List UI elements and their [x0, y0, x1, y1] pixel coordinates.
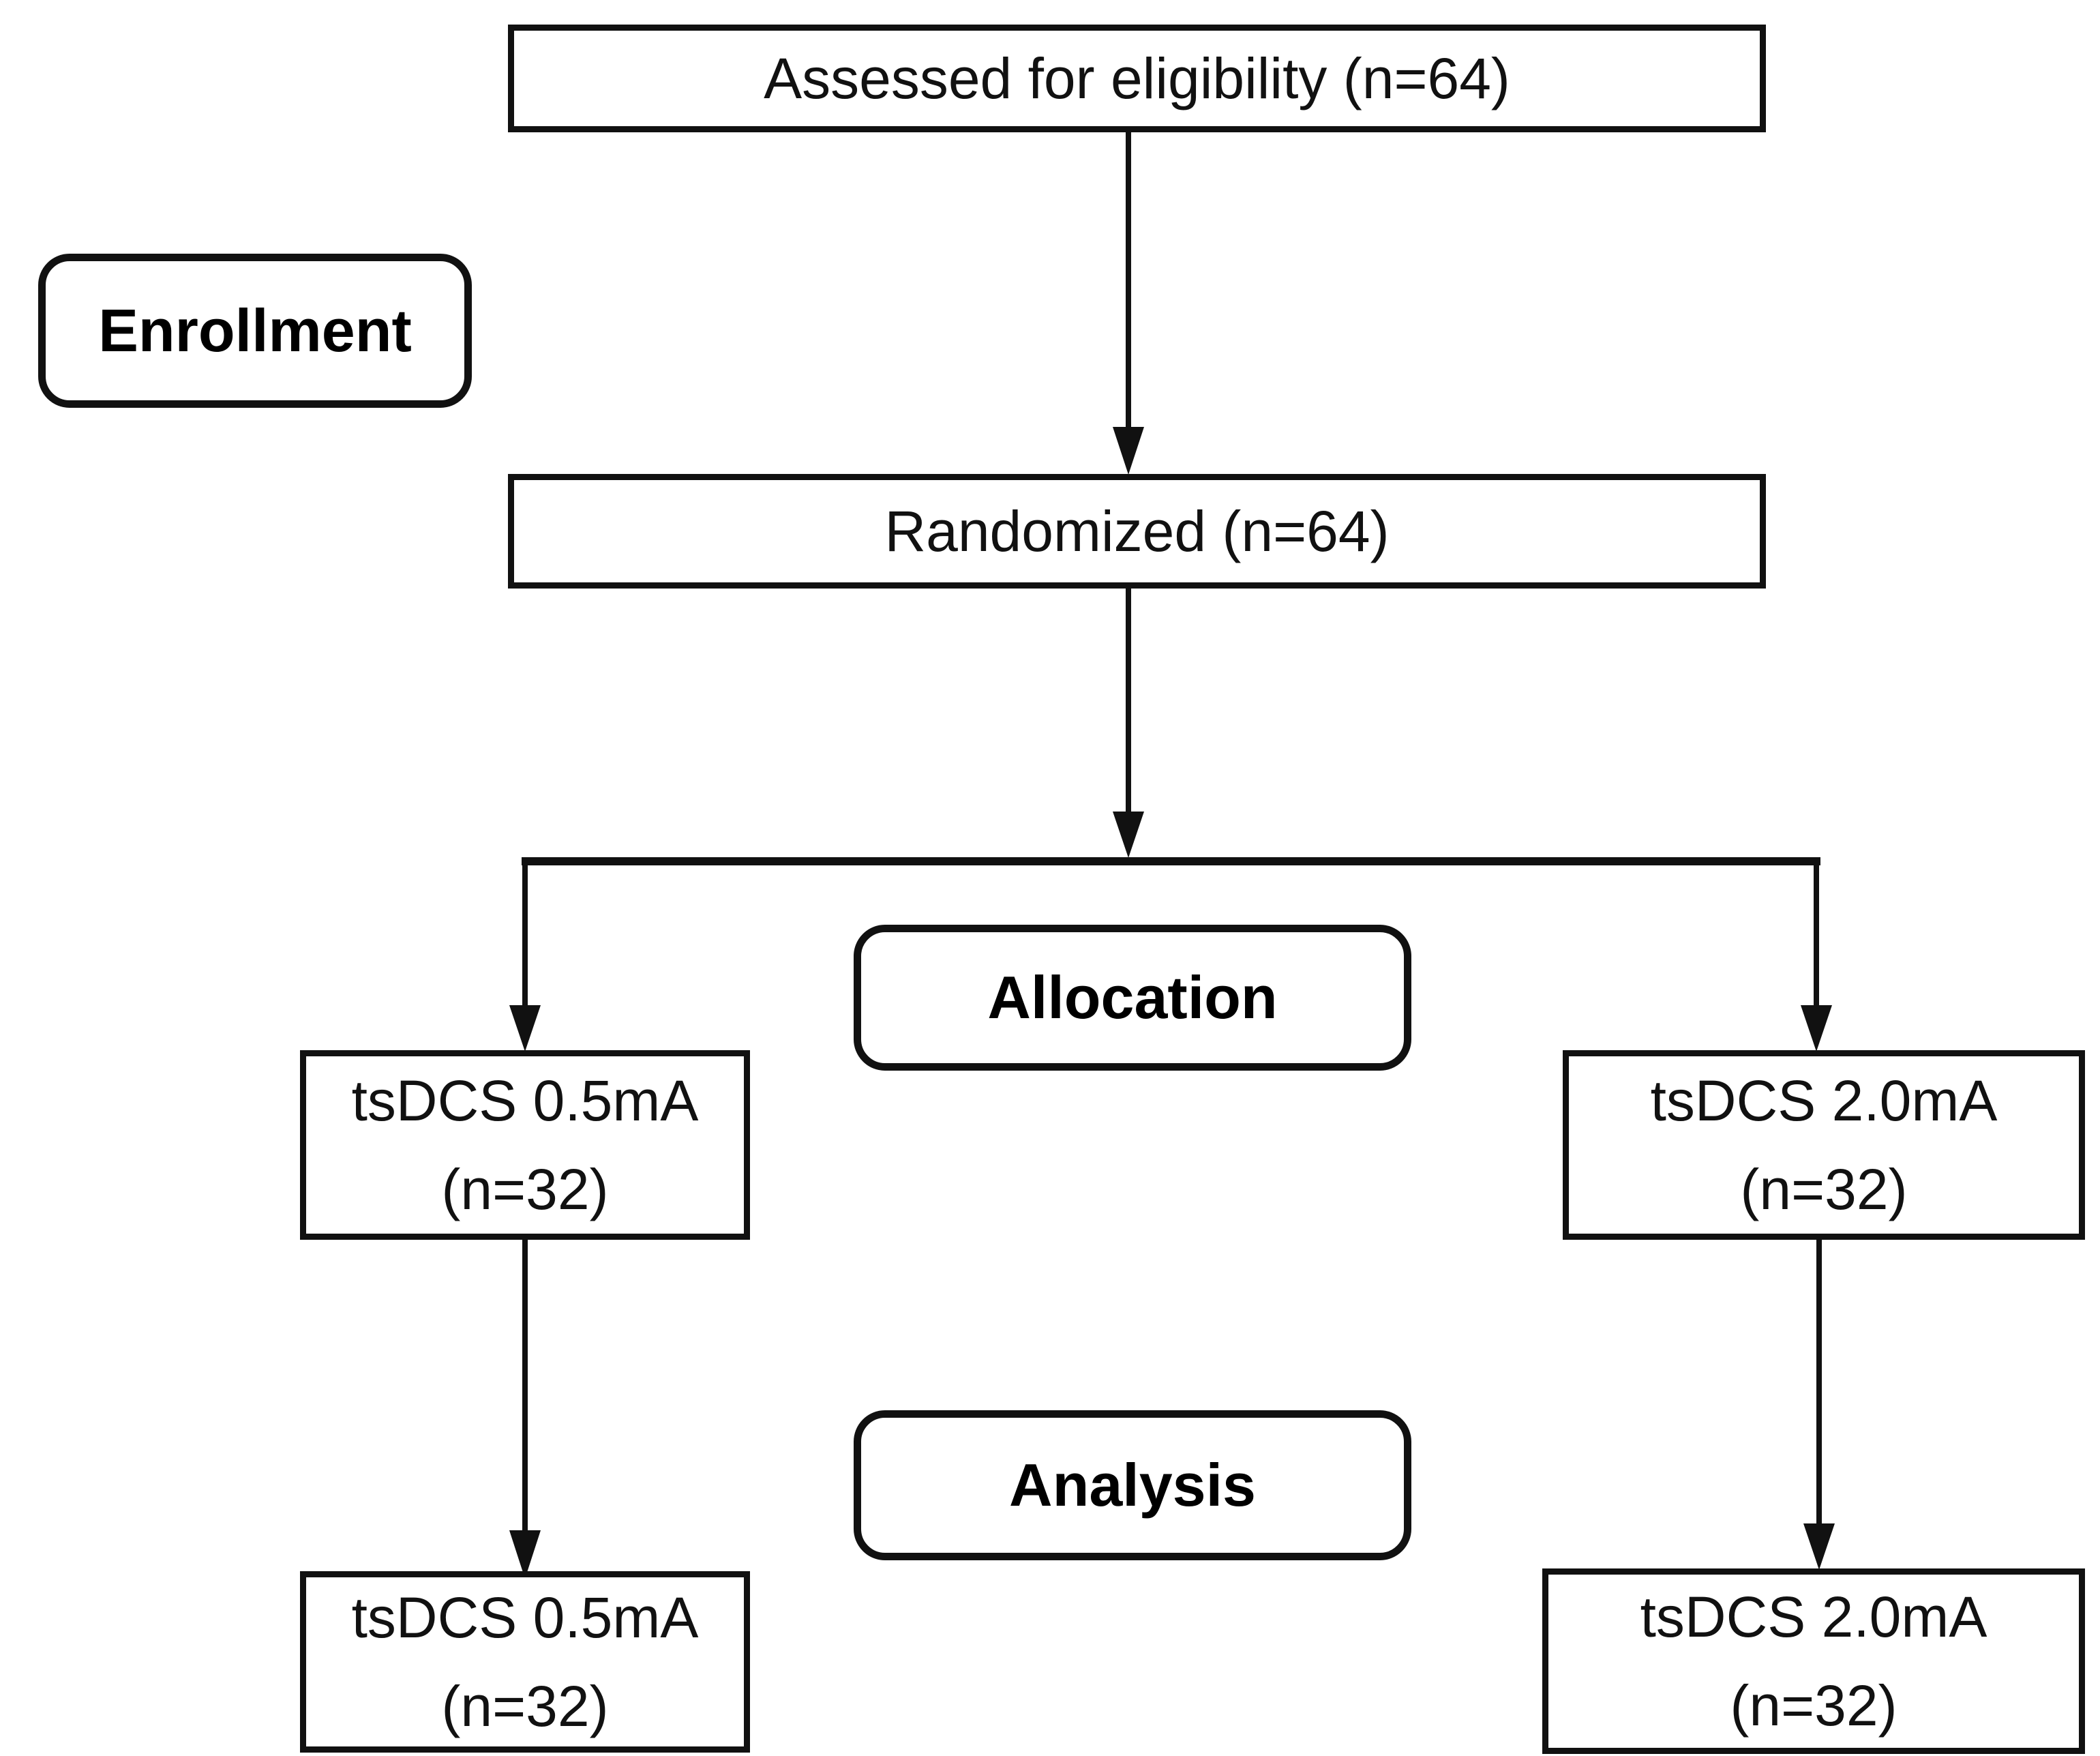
arrowhead-down-icon [1801, 1005, 1832, 1052]
arrow-allocation-right-to-analysis-right [1803, 1238, 1835, 1570]
stage-label-allocation: Allocation [854, 925, 1411, 1071]
arrow-randomized-to-branch [1113, 586, 1144, 858]
node-label-line1: tsDCS 2.0mA [1640, 1584, 1987, 1649]
node-allocation-tsdcs-20: tsDCS 2.0mA (n=32) [1563, 1050, 2085, 1240]
arrow-branch-to-allocation-left [509, 861, 541, 1052]
arrow-assessed-to-randomized [1113, 130, 1144, 475]
node-label-line1: tsDCS 2.0mA [1650, 1068, 1998, 1133]
node-label-line1: tsDCS 0.5mA [351, 1068, 699, 1133]
stage-label-text: Analysis [1009, 1451, 1256, 1519]
stage-label-enrollment: Enrollment [38, 254, 472, 408]
node-label: Randomized (n=64) [884, 499, 1390, 563]
node-label-line2: (n=32) [441, 1157, 609, 1221]
arrowhead-down-icon [509, 1005, 541, 1052]
stage-label-text: Allocation [987, 964, 1278, 1031]
node-label-line2: (n=32) [1730, 1673, 1897, 1738]
node-label-line2: (n=32) [441, 1674, 609, 1738]
node-label: Assessed for eligibility (n=64) [764, 46, 1510, 110]
node-allocation-tsdcs-05: tsDCS 0.5mA (n=32) [300, 1050, 750, 1240]
stage-label-text: Enrollment [98, 297, 412, 364]
arrow-allocation-left-to-analysis-left [509, 1238, 541, 1579]
node-label-line2: (n=32) [1740, 1157, 1908, 1221]
node-analysis-tsdcs-20: tsDCS 2.0mA (n=32) [1542, 1568, 2085, 1754]
arrowhead-down-icon [1803, 1523, 1835, 1570]
node-label-line1: tsDCS 0.5mA [351, 1585, 699, 1650]
stage-label-analysis: Analysis [854, 1410, 1411, 1560]
arrowhead-down-icon [1113, 812, 1144, 858]
node-analysis-tsdcs-05: tsDCS 0.5mA (n=32) [300, 1571, 750, 1753]
arrow-branch-to-allocation-right [1801, 861, 1832, 1052]
node-assessed-eligibility: Assessed for eligibility (n=64) [508, 25, 1766, 132]
node-randomized: Randomized (n=64) [508, 474, 1766, 589]
arrowhead-down-icon [1113, 427, 1144, 475]
arrowhead-down-icon [509, 1530, 541, 1579]
